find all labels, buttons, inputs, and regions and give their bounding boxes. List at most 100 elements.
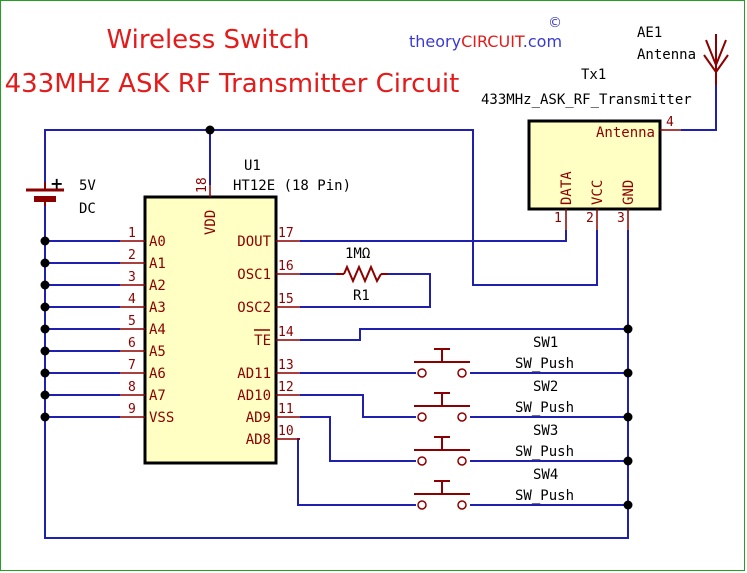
transmitter-pin-3-num: 3	[617, 211, 625, 226]
ic-value: HT12E (18 Pin)	[233, 178, 351, 194]
svg-text:9: 9	[128, 402, 136, 417]
transmitter-antenna-pin-label: Antenna	[596, 125, 655, 141]
transmitter-pin-2-num: 2	[586, 211, 594, 226]
ic-pin-a4: 5A4	[120, 314, 166, 338]
svg-text:A0: A0	[149, 234, 166, 250]
antenna-symbol	[703, 34, 729, 85]
transmitter-pin-gnd: GND	[621, 180, 637, 205]
ic-pin-a3: 4A3	[120, 292, 166, 316]
svg-text:4: 4	[128, 292, 136, 307]
ic-vdd-pin-num: 18	[195, 177, 210, 193]
transmitter-antenna-pin-num: 4	[666, 115, 674, 130]
resistor-ref: R1	[353, 288, 370, 304]
brand-prefix: theory	[409, 32, 461, 51]
antenna-ref: AE1	[637, 25, 662, 41]
switch-sw1-ref: SW1	[533, 335, 558, 351]
svg-text:OSC1: OSC1	[237, 267, 271, 283]
ic-pin-a0: 1A0	[120, 226, 166, 250]
title-line-1: Wireless Switch	[106, 25, 309, 55]
svg-text:VSS: VSS	[149, 410, 174, 426]
title-line-2: 433MHz ASK RF Transmitter Circuit	[5, 69, 460, 99]
brand-suffix: .com	[523, 32, 562, 51]
svg-text:1: 1	[128, 226, 136, 241]
switch-sw3-ref: SW3	[533, 423, 558, 439]
svg-text:15: 15	[278, 292, 294, 307]
switch-sw2-value: SW_Push	[515, 400, 574, 416]
svg-text:6: 6	[128, 336, 136, 351]
switch-sw3-value: SW_Push	[515, 444, 574, 460]
svg-text:10: 10	[278, 424, 294, 439]
svg-text:AD8: AD8	[246, 432, 271, 448]
svg-text:OSC2: OSC2	[237, 300, 271, 316]
svg-text:AD9: AD9	[246, 410, 271, 426]
svg-text:17: 17	[278, 226, 294, 241]
svg-text:A6: A6	[149, 366, 166, 382]
svg-text:11: 11	[278, 402, 294, 417]
svg-text:AD10: AD10	[237, 388, 271, 404]
transmitter-pin-data: DATA	[559, 171, 575, 205]
switch-sw4-ref: SW4	[533, 467, 558, 483]
svg-text:A3: A3	[149, 300, 166, 316]
ic-ref: U1	[244, 158, 261, 174]
battery-plus-sign: +	[50, 174, 63, 193]
svg-text:A1: A1	[149, 256, 166, 272]
ic-pin-a5: 6A5	[120, 336, 166, 360]
switch-sw1-value: SW_Push	[515, 356, 574, 372]
svg-text:2: 2	[128, 248, 136, 263]
svg-text:DOUT: DOUT	[237, 234, 271, 250]
svg-text:8: 8	[128, 380, 136, 395]
svg-text:AD11: AD11	[237, 366, 271, 382]
transmitter-ref: Tx1	[581, 67, 606, 83]
junction-dots	[40, 125, 633, 510]
brand-logo: theoryCIRCUIT.com	[409, 32, 562, 51]
switch-sw1	[414, 348, 470, 378]
svg-text:14: 14	[278, 325, 294, 340]
ic-vdd-pin-name: VDD	[203, 210, 219, 235]
ic-pin-a6: 7A6	[120, 358, 166, 382]
antenna-value: Antenna	[637, 47, 696, 63]
svg-text:TE: TE	[254, 333, 271, 349]
svg-text:12: 12	[278, 380, 294, 395]
svg-text:7: 7	[128, 358, 136, 373]
switch-sw4	[414, 480, 470, 510]
transmitter-body	[527, 119, 662, 211]
svg-text:5: 5	[128, 314, 136, 329]
copyright-symbol: ©	[548, 15, 562, 31]
transmitter-bottom-pins: 1 2 3 DATA VCC GND	[554, 171, 637, 230]
svg-text:A7: A7	[149, 388, 166, 404]
switch-sw4-value: SW_Push	[515, 488, 574, 504]
svg-text:A4: A4	[149, 322, 166, 338]
svg-text:16: 16	[278, 259, 294, 274]
resistor-value: 1MΩ	[345, 246, 370, 262]
transmitter-value: 433MHz_ASK_RF_Transmitter	[481, 92, 692, 108]
transmitter-pin-1-num: 1	[554, 211, 562, 226]
ic-pin-a7: 8A7	[120, 380, 166, 404]
transmitter-pin-vcc: VCC	[590, 180, 606, 205]
battery-symbol	[26, 182, 64, 206]
wires	[44, 85, 717, 539]
svg-text:A2: A2	[149, 278, 166, 294]
svg-text:A5: A5	[149, 344, 166, 360]
svg-text:13: 13	[278, 358, 294, 373]
brand-highlight: CIRCUIT	[461, 32, 525, 51]
switch-sw3	[414, 436, 470, 466]
ic-pin-a2: 3A2	[120, 270, 166, 294]
svg-text:3: 3	[128, 270, 136, 285]
ic-pin-a1: 2A1	[120, 248, 166, 272]
switch-sw2	[414, 392, 470, 422]
switch-sw2-ref: SW2	[533, 379, 558, 395]
battery-voltage: 5V	[79, 178, 96, 194]
